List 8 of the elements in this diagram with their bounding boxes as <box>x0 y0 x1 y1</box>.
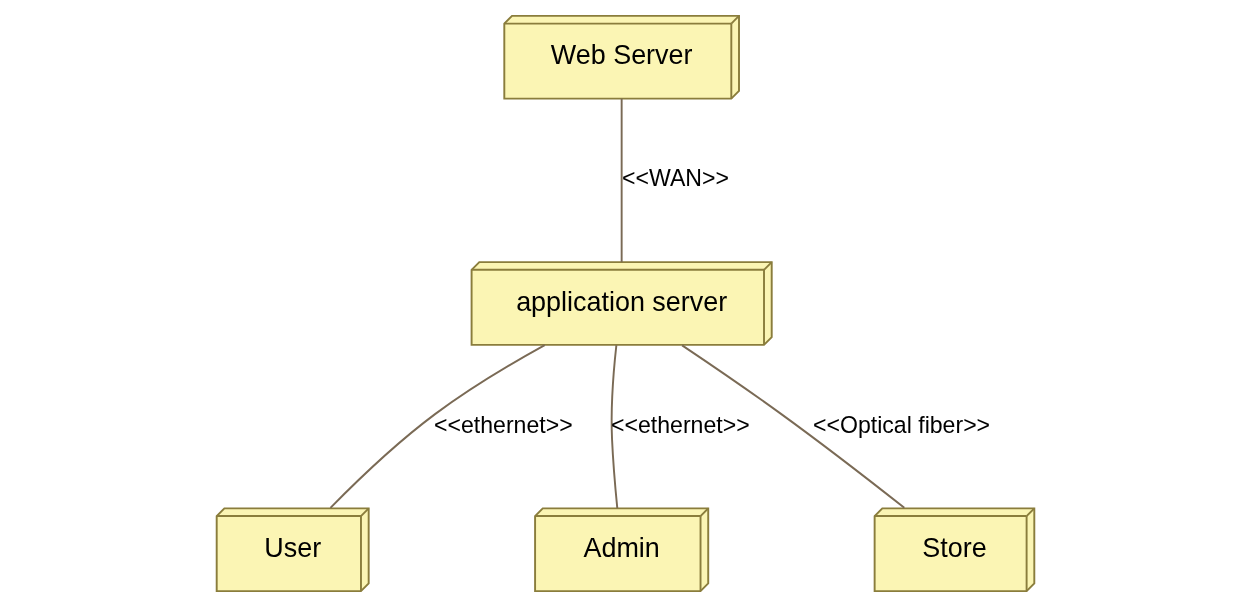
connector <box>620 97 623 264</box>
connector <box>329 344 546 509</box>
connector <box>681 344 906 509</box>
edge-label: <<ethernet>> <box>434 411 573 438</box>
edge-label: <<ethernet>> <box>611 411 750 438</box>
edge-label: <<Optical fiber>> <box>813 411 991 438</box>
connector <box>610 344 619 510</box>
edge-label: <<WAN>> <box>622 165 729 192</box>
